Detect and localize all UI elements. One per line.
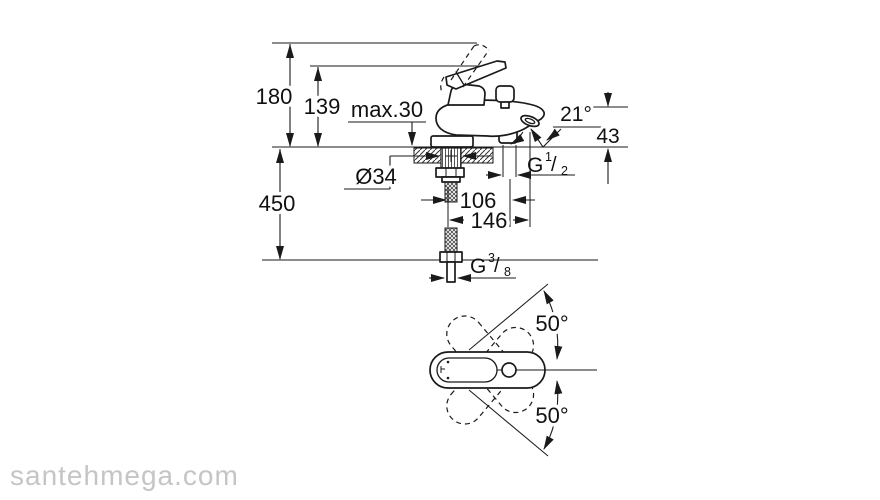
- g38-denominator: 8: [504, 265, 511, 279]
- g38-numerator: 3: [488, 251, 495, 265]
- swivel-ray-up: [468, 283, 549, 351]
- swivel-label-up: 50°: [535, 311, 568, 336]
- washer: [441, 176, 461, 183]
- dim-label-450: 450: [259, 191, 296, 216]
- flex-hose-upper: [444, 181, 458, 203]
- lever-facet-line: [455, 71, 465, 86]
- g12-base: G: [527, 154, 543, 177]
- dim-label-180: 180: [256, 84, 293, 109]
- handle-mark: [440, 366, 445, 373]
- faucet-side-view: [430, 44, 546, 148]
- handle-pivot-circle: [501, 362, 517, 378]
- lever-handle: [445, 60, 507, 90]
- dimension-labels: 180 139 max.30 450 Ø34 21° 43 106 146: [252, 81, 623, 237]
- dim-label-106: 106: [460, 188, 497, 213]
- flex-hose-lower: [444, 227, 458, 253]
- base-plinth: [430, 135, 474, 148]
- g38-base: G: [470, 255, 486, 278]
- watermark-text: santehmega.com: [10, 460, 239, 491]
- dim-label-43: 43: [596, 125, 619, 148]
- diverter-knob: [495, 85, 515, 103]
- faucet-top-view: 50° 50°: [429, 283, 597, 457]
- hose-nut: [439, 251, 463, 263]
- handle-dot-bottom: [446, 376, 450, 380]
- dim-label-dia34: Ø34: [355, 164, 397, 189]
- g38-slash: /: [494, 255, 500, 277]
- swivel-arc-down: [543, 380, 563, 450]
- threaded-shank: [440, 147, 462, 171]
- handle-dot-top: [446, 360, 450, 364]
- aerator: [520, 114, 540, 128]
- shower-outlet-leader-arrow: [510, 131, 525, 145]
- dim-label-max30: max.30: [351, 97, 423, 122]
- spout-body: [435, 99, 546, 138]
- swivel-arc-up: [543, 290, 563, 360]
- fixing-nut: [435, 167, 465, 178]
- dimension-lines: [276, 44, 612, 282]
- angle-leader-v: [530, 128, 562, 148]
- dim-label-146: 146: [471, 208, 508, 233]
- leader-dia34: [344, 156, 391, 190]
- angle-arc-arrow: [546, 128, 560, 141]
- extension-lines: [447, 132, 531, 227]
- g12-numerator: 1: [545, 150, 552, 164]
- dim-label-21deg: 21°: [560, 103, 592, 126]
- dim-label-139: 139: [304, 94, 341, 119]
- swivel-ray-down: [468, 389, 549, 457]
- thread-label-g12: G 1 / 2: [527, 150, 568, 178]
- swivel-label-down: 50°: [535, 403, 568, 428]
- thread-label-g38: G 3 / 8: [470, 251, 511, 279]
- g12-denominator: 2: [561, 164, 568, 178]
- supply-pipe-end: [446, 261, 456, 283]
- g12-slash: /: [551, 154, 557, 176]
- lever-raised-phantom: [440, 44, 490, 95]
- under-deck-parts: [435, 147, 465, 283]
